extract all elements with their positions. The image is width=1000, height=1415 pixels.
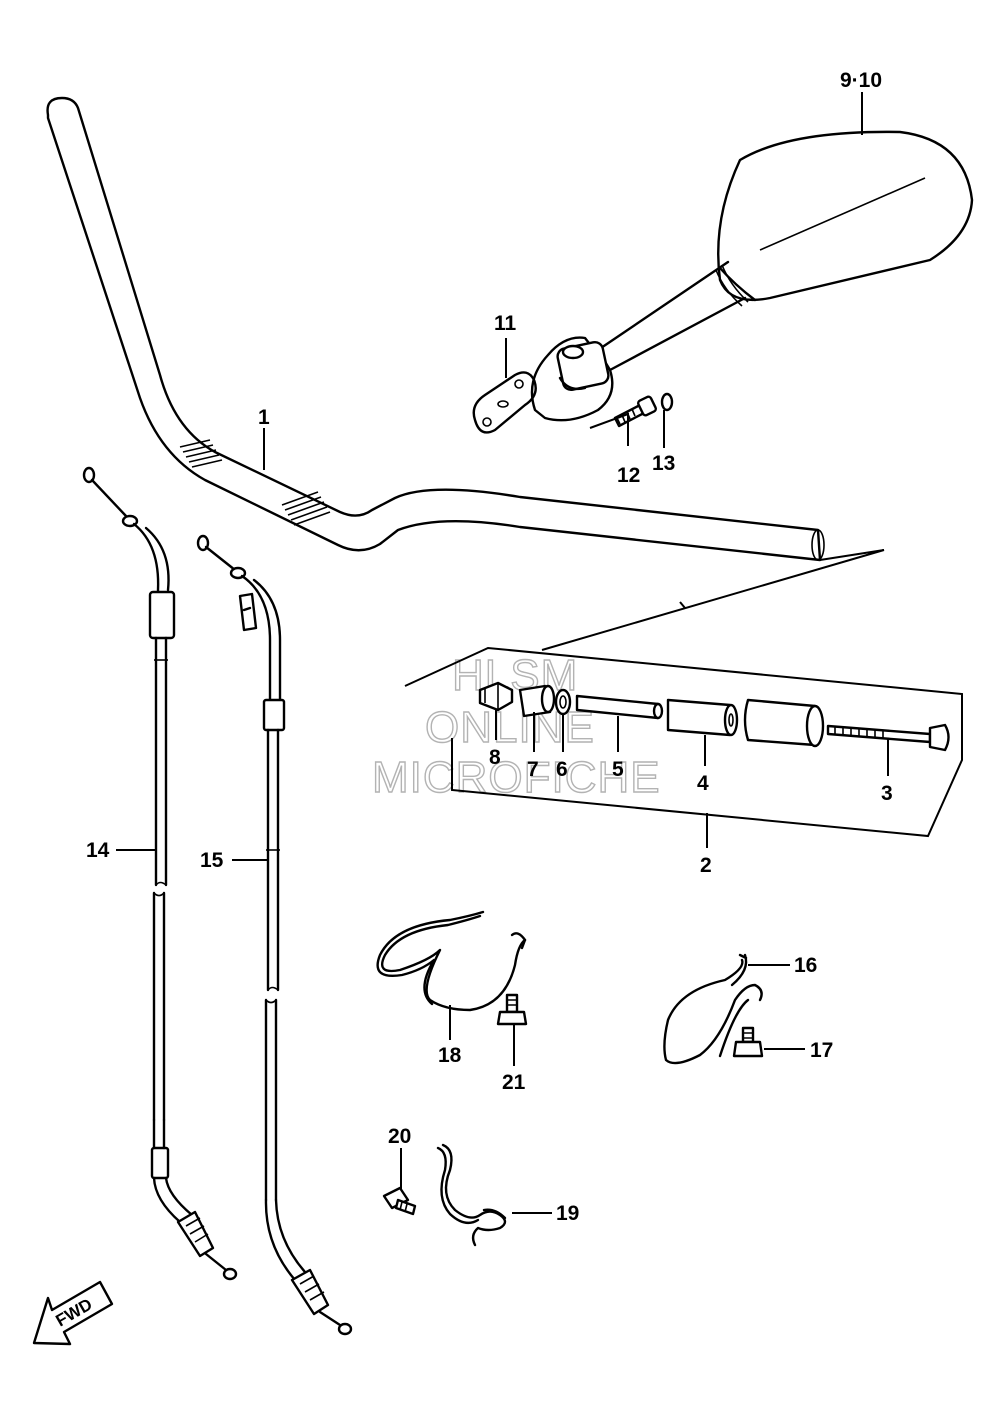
callout-9-10: 9·10 <box>840 69 882 92</box>
callout-8: 8 <box>489 746 501 769</box>
clamp-part-16 <box>663 953 763 1065</box>
end-weight <box>743 698 825 748</box>
callout-20: 20 <box>388 1125 411 1148</box>
balancer-assembly-part-2 <box>404 549 963 838</box>
callout-16: 16 <box>794 954 817 977</box>
washer-part-6 <box>554 688 572 716</box>
handlebar-part-1 <box>46 96 825 562</box>
clamp-part-18 <box>376 910 527 1012</box>
callout-17: 17 <box>810 1039 833 1062</box>
mirror-part-9-10 <box>530 130 974 422</box>
weight-part-7 <box>518 684 556 718</box>
callout-4: 4 <box>697 772 709 795</box>
spacer-part-4 <box>666 698 739 737</box>
watermark-line3: MICROFICHE <box>372 753 661 802</box>
bolt-part-20 <box>382 1186 417 1216</box>
callout-7: 7 <box>527 758 539 781</box>
callout-14: 14 <box>86 839 110 862</box>
callout-18: 18 <box>438 1044 462 1067</box>
bracket-part-11 <box>472 371 537 434</box>
clip-part-19 <box>436 1143 507 1247</box>
callout-13: 13 <box>652 452 675 475</box>
callout-3: 3 <box>881 782 893 805</box>
callout-21: 21 <box>502 1071 526 1094</box>
sleeve-part-5 <box>575 694 664 720</box>
callout-2: 2 <box>700 854 712 877</box>
callout-15: 15 <box>200 849 224 872</box>
callout-6: 6 <box>556 758 568 781</box>
cable-part-15 <box>196 534 353 1336</box>
screw-part-12 <box>613 395 657 428</box>
callout-12: 12 <box>617 464 640 487</box>
leader-lines <box>116 92 889 1214</box>
callout-labels: 1 2 3 4 5 6 7 8 9·10 11 12 13 14 15 16 1… <box>86 69 893 1225</box>
bolt-part-21 <box>496 993 528 1026</box>
washer-part-13 <box>660 392 674 412</box>
watermark-line1: HLSM <box>452 651 578 700</box>
screw-part-3 <box>826 723 950 752</box>
nut-part-8 <box>478 681 514 712</box>
cable-part-14 <box>82 466 238 1281</box>
callout-11: 11 <box>494 312 517 335</box>
fwd-arrow: FWD <box>32 1280 114 1346</box>
callout-5: 5 <box>612 758 624 781</box>
callout-19: 19 <box>556 1202 579 1225</box>
bolt-part-17 <box>732 1026 764 1058</box>
callout-1: 1 <box>258 406 270 429</box>
